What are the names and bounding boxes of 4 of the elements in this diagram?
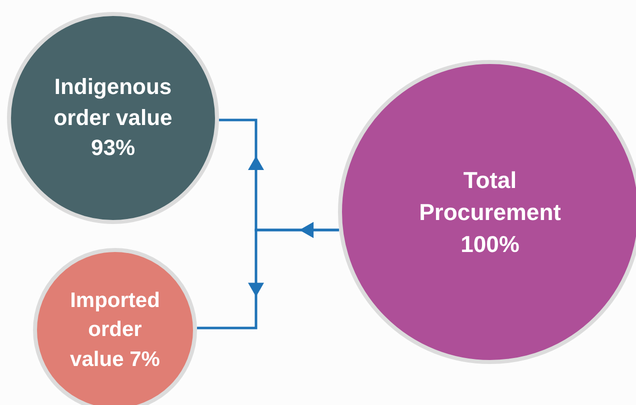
arrow <box>196 222 340 330</box>
circle-label: Imported order value 7% <box>69 288 161 373</box>
circle-label: Total Procurement 100% <box>418 166 562 260</box>
circle-label: Indigenous order value 93% <box>52 72 174 162</box>
